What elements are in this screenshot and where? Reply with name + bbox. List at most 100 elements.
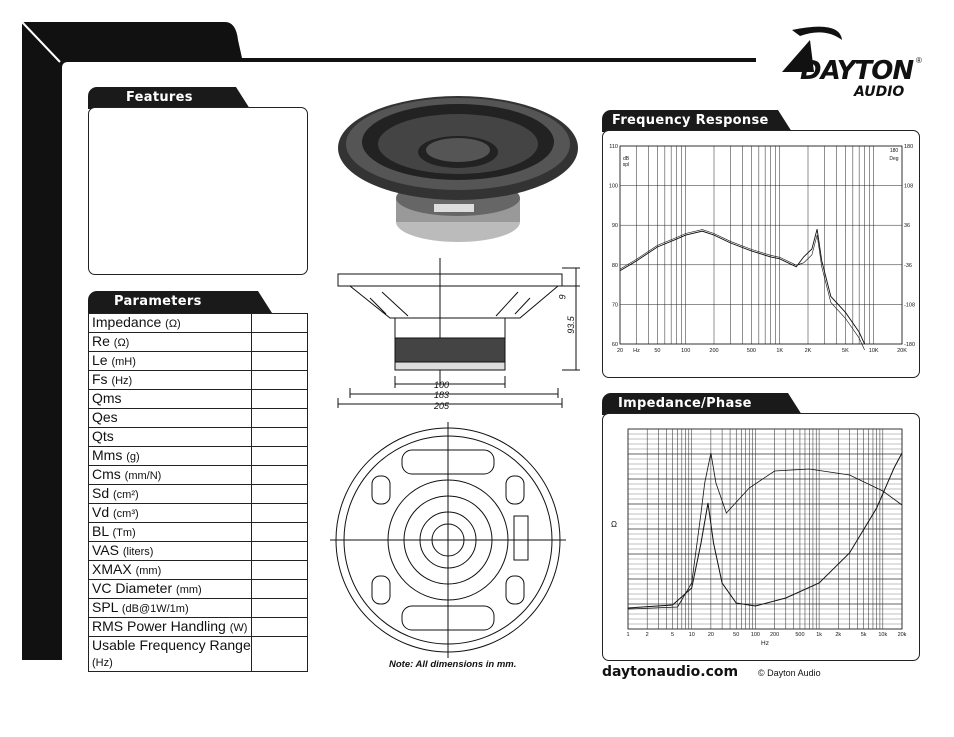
impedance-curve xyxy=(627,452,903,609)
parameter-label: Le (mH) xyxy=(88,351,252,371)
logo-swoosh-icon xyxy=(782,26,842,72)
parameter-label: SPL (dB@1W/1m) xyxy=(88,598,252,618)
y-tick-label: 70 xyxy=(612,302,618,308)
dimension-note: Note: All dimensions in mm. xyxy=(389,659,517,670)
parameter-unit: (cm³) xyxy=(113,508,139,520)
parameter-value xyxy=(251,332,308,352)
parameter-label: VC Diameter (mm) xyxy=(88,579,252,599)
parameter-unit: (Tm) xyxy=(112,527,136,539)
parameter-row: VAS (liters) xyxy=(88,541,308,561)
parameter-row: Sd (cm²) xyxy=(88,484,308,504)
parameter-value xyxy=(251,484,308,504)
parameter-value xyxy=(251,370,308,390)
dim-9: 9 xyxy=(557,294,568,300)
x-tick-label: 20k xyxy=(898,632,907,638)
parameter-label: XMAX (mm) xyxy=(88,560,252,580)
parameter-row: Qes xyxy=(88,408,308,428)
parameter-label: Mms (g) xyxy=(88,446,252,466)
right-unit: 180 xyxy=(890,148,899,154)
impedance-phase-heading: Impedance/Phase xyxy=(602,393,802,415)
parameter-label: Qes xyxy=(88,408,252,428)
x-tick-label: 50 xyxy=(654,348,660,354)
right-tick-label: -108 xyxy=(904,302,915,308)
parameter-unit: (Ω) xyxy=(165,318,181,330)
parameter-row: VC Diameter (mm) xyxy=(88,579,308,599)
parameter-row: Vd (cm³) xyxy=(88,503,308,523)
right-unit: Deg xyxy=(889,156,898,162)
y-tick-label: 80 xyxy=(612,263,618,269)
parameter-name: BL xyxy=(92,523,113,539)
x-tick-label: 2K xyxy=(805,348,812,354)
x-tick-label: 2k xyxy=(835,632,841,638)
copyright: © Dayton Audio xyxy=(758,668,821,678)
x-tick-label: 2 xyxy=(646,632,649,638)
parameter-value xyxy=(251,446,308,466)
parameter-label: Impedance (Ω) xyxy=(88,313,252,333)
parameter-label: Usable Frequency Range (Hz) xyxy=(88,636,252,672)
response-curve xyxy=(619,229,866,345)
parameter-value xyxy=(251,503,308,523)
phase-curve xyxy=(627,452,903,610)
x-tick-label: 10k xyxy=(878,632,887,638)
brand-name: DAYTON xyxy=(800,56,914,86)
parameter-name: Sd xyxy=(92,485,114,501)
parameter-value xyxy=(251,579,308,599)
dim-205: 205 xyxy=(434,401,450,411)
parameter-value xyxy=(251,313,308,333)
parameter-label: Cms (mm/N) xyxy=(88,465,252,485)
right-tick-label: 36 xyxy=(904,223,910,229)
speaker-photo xyxy=(338,96,578,242)
parameter-row: Fs (Hz) xyxy=(88,370,308,390)
x-tick-label: 50 xyxy=(733,632,739,638)
parameter-unit: (liters) xyxy=(122,546,154,558)
parameter-value xyxy=(251,541,308,561)
parameter-name: VAS xyxy=(92,542,123,558)
dim-93-5: 93.5 xyxy=(565,316,576,334)
x-tick-label: 1 xyxy=(626,632,629,638)
parameter-label: Sd (cm²) xyxy=(88,484,252,504)
parameter-row: RMS Power Handling (W) xyxy=(88,617,308,637)
features-box xyxy=(88,107,308,275)
parameter-unit: (mm) xyxy=(135,565,162,577)
parameters-table: Impedance (Ω)Re (Ω)Le (mH)Fs (Hz)Qms Qes… xyxy=(88,313,308,672)
x-tick-label: 100 xyxy=(681,348,690,354)
website-url[interactable]: daytonaudio.com xyxy=(602,664,739,680)
right-tick-label: -36 xyxy=(904,263,912,269)
parameter-row: Impedance (Ω) xyxy=(88,313,308,333)
registered-mark: ® xyxy=(916,56,922,65)
x-tick-label: 10 xyxy=(689,632,695,638)
parameter-unit: (mm/N) xyxy=(124,470,162,482)
parameter-value xyxy=(251,617,308,637)
x-tick-label: 5k xyxy=(861,632,867,638)
x-tick-label: 1K xyxy=(776,348,783,354)
parameter-value xyxy=(251,560,308,580)
x-tick-label: 200 xyxy=(770,632,779,638)
parameter-row: Cms (mm/N) xyxy=(88,465,308,485)
y-axis-label: Ω xyxy=(611,520,617,529)
parameter-name: Impedance xyxy=(92,314,166,330)
response-curve-offaxis xyxy=(619,229,865,351)
x-axis-label: Hz xyxy=(761,640,769,647)
x-tick-label: 1k xyxy=(816,632,822,638)
parameter-name: Fs xyxy=(92,371,112,387)
parameter-value xyxy=(251,408,308,428)
parameter-unit: (Hz) xyxy=(92,657,113,669)
right-tick-label: -180 xyxy=(904,342,915,348)
parameter-unit: (W) xyxy=(229,622,248,634)
right-tick-label: 180 xyxy=(904,144,913,150)
parameter-unit: (dB@1W/1m) xyxy=(121,603,189,615)
parameter-label: Re (Ω) xyxy=(88,332,252,352)
parameter-label: Vd (cm³) xyxy=(88,503,252,523)
frequency-response-heading: Frequency Response xyxy=(602,110,792,132)
parameter-name: Re xyxy=(92,333,114,349)
parameter-label: BL (Tm) xyxy=(88,522,252,542)
right-tick-label: 108 xyxy=(904,184,913,190)
brand-subname: AUDIO xyxy=(854,84,905,100)
x-tick-label: 100 xyxy=(751,632,760,638)
parameter-name: Le xyxy=(92,352,112,368)
dim-183: 183 xyxy=(434,390,450,400)
parameter-row: XMAX (mm) xyxy=(88,560,308,580)
parameter-label: Qts xyxy=(88,427,252,447)
x-tick-label: 20 xyxy=(708,632,714,638)
